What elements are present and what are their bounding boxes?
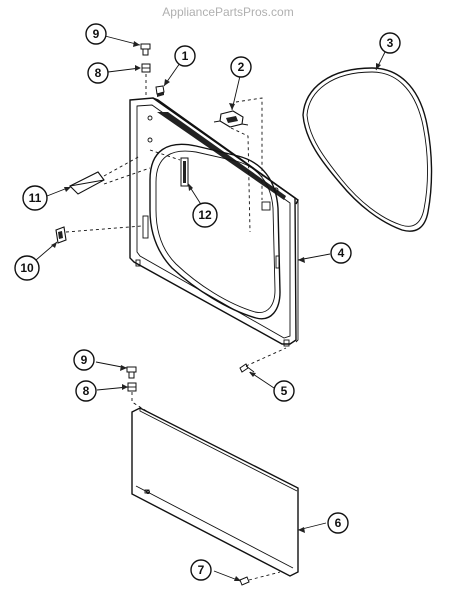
callout-label: 9 xyxy=(93,27,100,41)
screw-part-upper[interactable] xyxy=(140,43,151,56)
callout-10: 10 xyxy=(14,255,40,281)
clip-part-upper[interactable] xyxy=(141,63,151,73)
callout-label: 6 xyxy=(335,516,342,530)
hinge-bracket-part[interactable] xyxy=(180,157,189,187)
callout-8-upper: 8 xyxy=(87,62,109,84)
callout-label: 10 xyxy=(20,261,34,275)
callout-1: 1 xyxy=(174,45,196,67)
callout-9-lower: 9 xyxy=(73,349,95,371)
callout-5: 5 xyxy=(273,380,295,402)
callout-2: 2 xyxy=(230,56,252,78)
toe-screw-part[interactable] xyxy=(239,576,250,586)
callout-label: 1 xyxy=(182,49,189,63)
callout-label: 8 xyxy=(83,384,90,398)
callout-label: 4 xyxy=(338,246,345,260)
screw-part-lower[interactable] xyxy=(126,366,137,379)
callout-label: 11 xyxy=(29,191,42,205)
callout-3: 3 xyxy=(379,32,401,54)
front-panel-part[interactable] xyxy=(129,97,299,347)
latch-clip-part[interactable] xyxy=(155,85,165,97)
callout-label: 2 xyxy=(238,60,245,74)
callout-label: 3 xyxy=(387,36,394,50)
clip-part-lower[interactable] xyxy=(127,382,137,392)
callout-label: 5 xyxy=(281,384,288,398)
bracket-part[interactable] xyxy=(213,110,249,128)
callout-label: 8 xyxy=(95,66,102,80)
triangle-plate-part[interactable] xyxy=(69,171,105,195)
toe-panel-part[interactable] xyxy=(131,407,299,577)
callout-label: 12 xyxy=(198,208,212,222)
callout-label: 7 xyxy=(198,563,205,577)
callout-leaders xyxy=(35,35,386,582)
callout-4: 4 xyxy=(330,242,352,264)
watermark: AppliancePartsPros.com xyxy=(162,5,293,19)
callout-6: 6 xyxy=(327,512,349,534)
callout-11: 11 xyxy=(22,185,48,211)
switch-block-part[interactable] xyxy=(55,226,67,244)
callout-7: 7 xyxy=(190,559,212,581)
callout-label: 9 xyxy=(81,353,88,367)
door-seal-part[interactable] xyxy=(302,67,433,232)
callout-9-upper: 9 xyxy=(85,23,107,45)
callout-8-lower: 8 xyxy=(75,380,97,402)
callout-12: 12 xyxy=(192,202,218,228)
